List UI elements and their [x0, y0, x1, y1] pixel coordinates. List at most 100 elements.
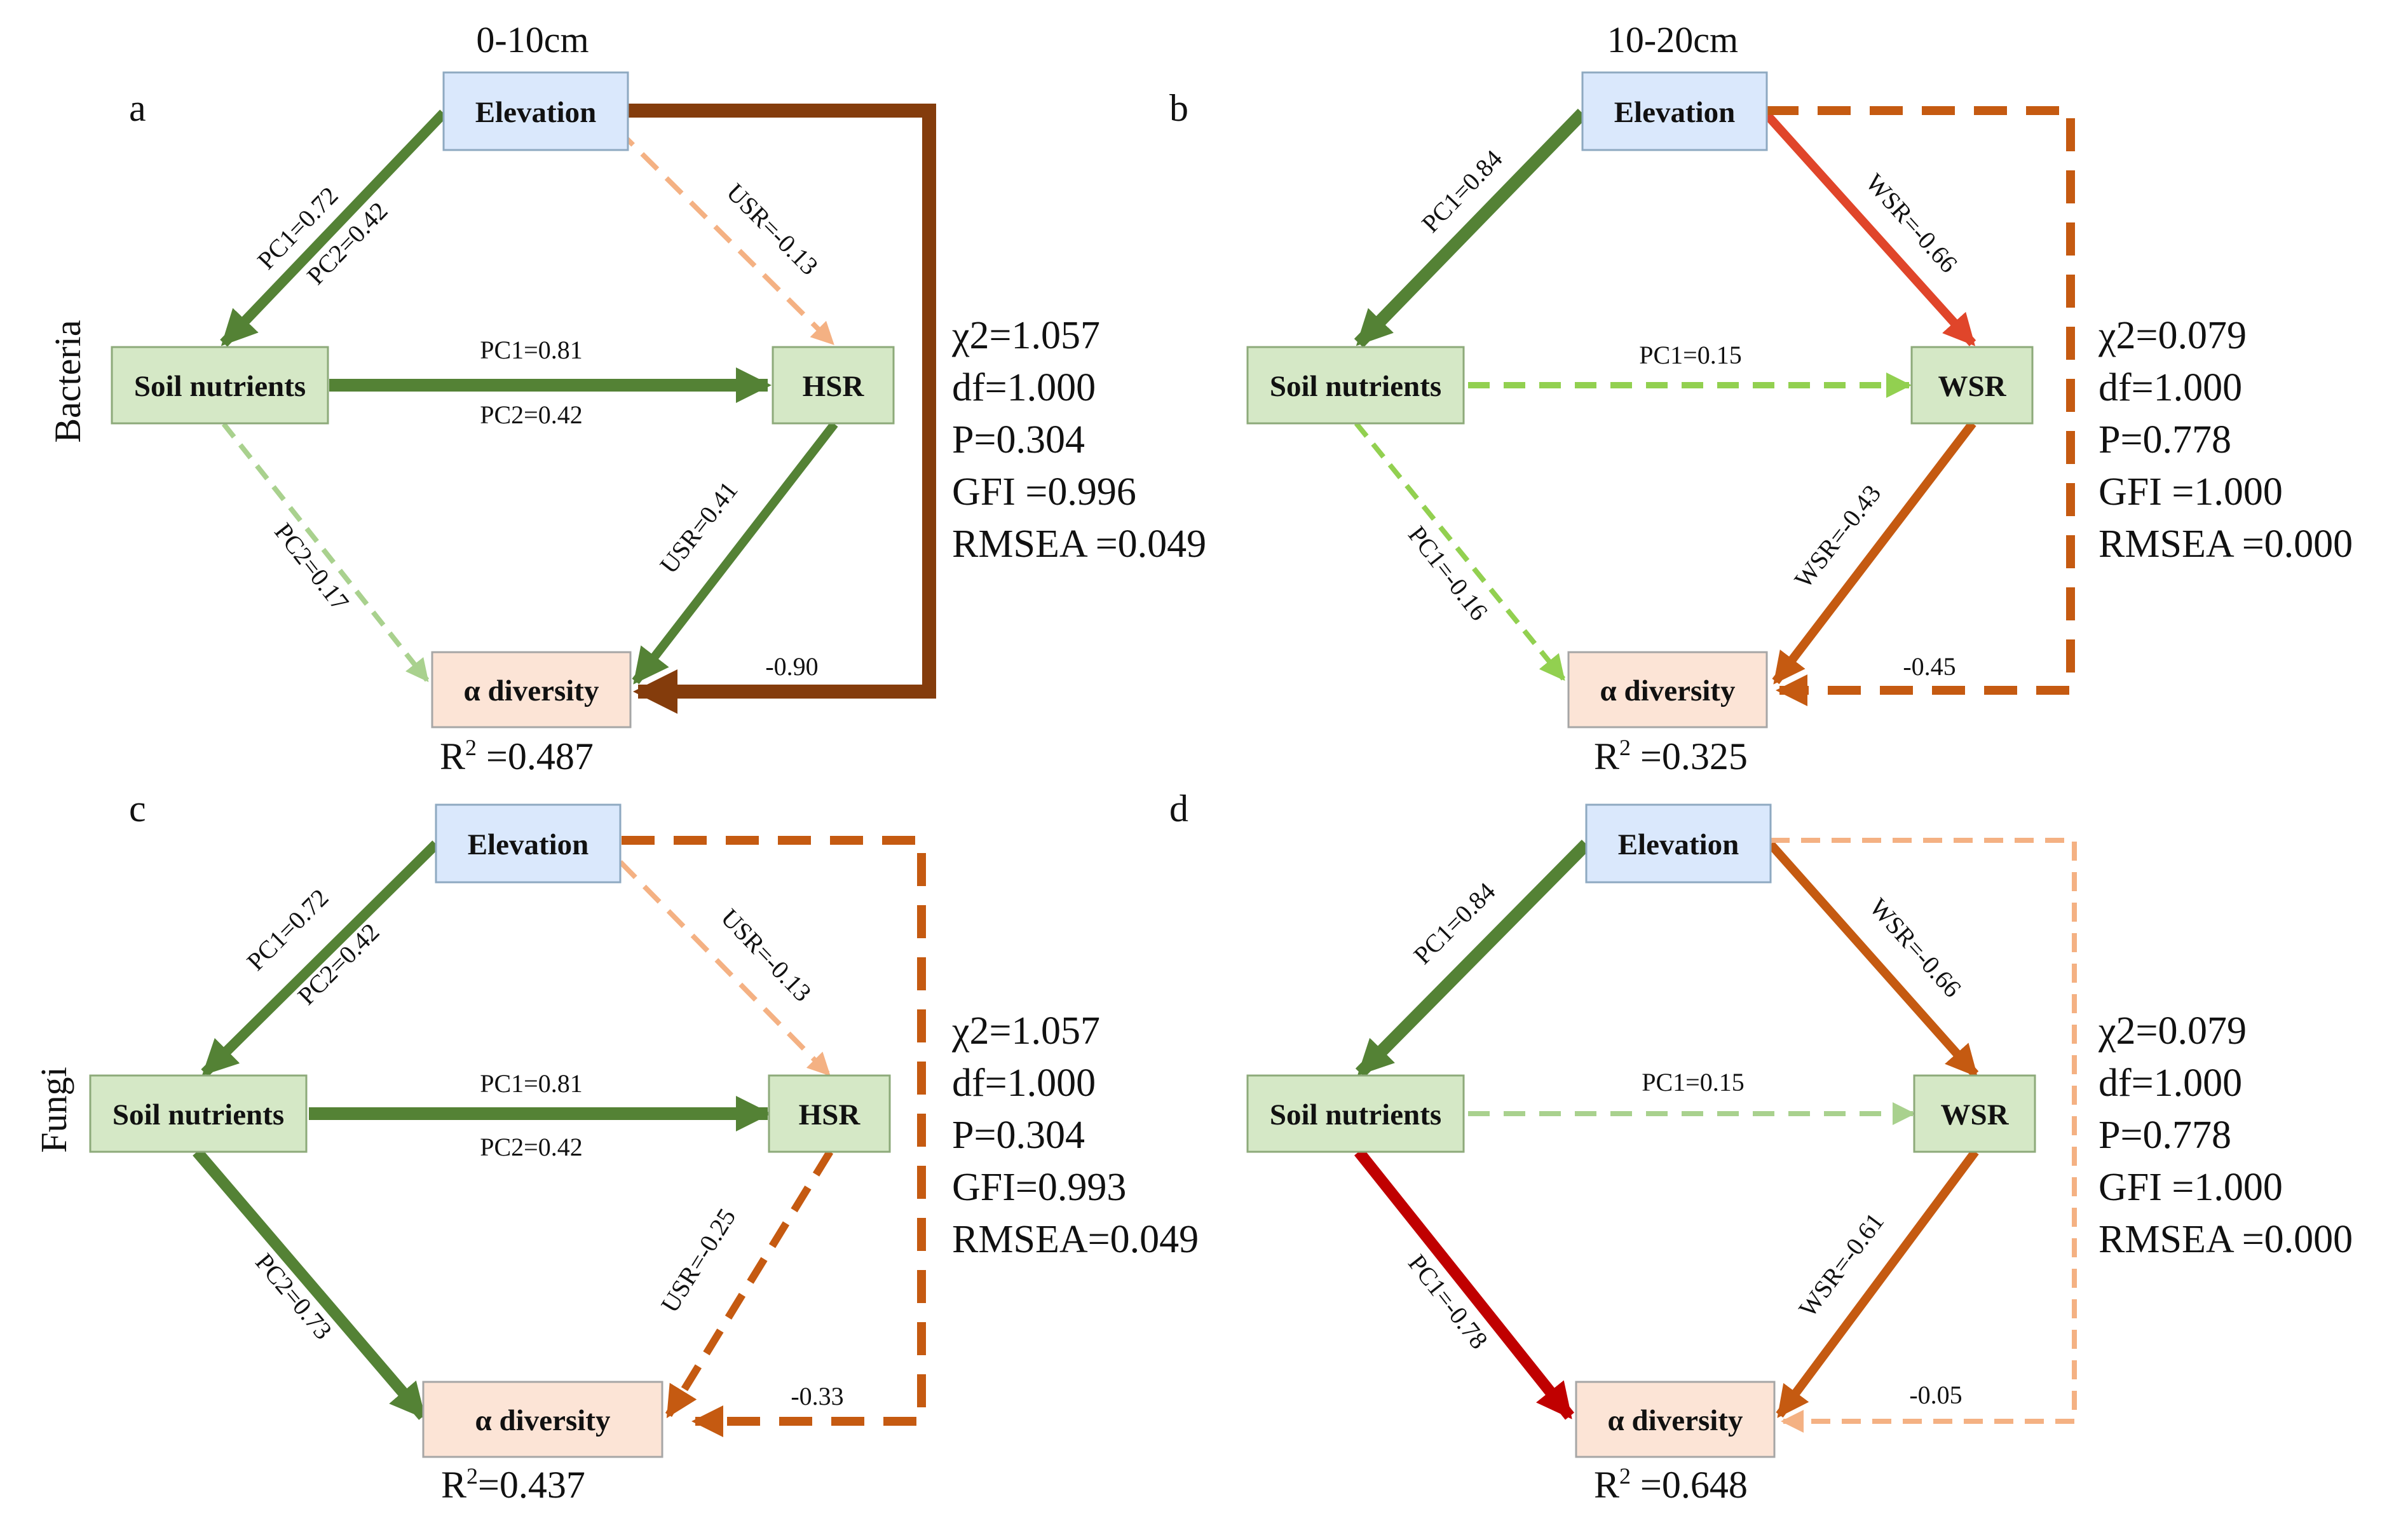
edge-response-diversity — [1776, 1149, 1979, 1418]
node-label: Elevation — [468, 828, 589, 861]
node-alpha-diversity: α diversity — [1567, 651, 1768, 728]
node-alpha-diversity: α diversity — [1575, 1381, 1776, 1458]
node-label: Elevation — [1618, 828, 1739, 861]
node-soil-nutrients: Soil nutrients — [111, 346, 329, 425]
edge-label-soil-response-2: PC2=0.42 — [480, 400, 582, 429]
edge-label-soil-response-1: PC1=0.81 — [480, 1069, 582, 1098]
edge-elevation-response — [1762, 110, 1976, 346]
edge-label-elevation-diversity: -0.90 — [765, 652, 818, 681]
panel-d: d PC1=0.84 WSR=-0.66 PC1=0.15 PC1=-0.78 … — [1169, 788, 2353, 1506]
edge-elevation-response — [618, 860, 831, 1076]
stat-rmsea: RMSEA =0.049 — [952, 522, 1206, 566]
node-label: α diversity — [1600, 674, 1736, 707]
edge-response-diversity — [665, 1149, 834, 1419]
node-label: Soil nutrients — [134, 370, 306, 403]
model-fit-stats: χ2=1.057 df=1.000 P=0.304 GFI=0.993 RMSE… — [951, 1009, 1199, 1261]
edge-response-diversity — [632, 421, 838, 685]
node-label: WSR — [1940, 1098, 2009, 1131]
stat-df: df=1.000 — [952, 366, 1096, 409]
stat-p: P=0.304 — [952, 418, 1085, 461]
column-title-10-20cm: 10-20cm — [1607, 19, 1738, 60]
edge-elevation-soil — [1354, 109, 1588, 348]
edge-label-elevation-soil: PC1=0.84 — [1416, 144, 1508, 238]
panel-letter: d — [1169, 788, 1188, 830]
node-soil-nutrients: Soil nutrients — [89, 1074, 308, 1153]
stat-chi2: χ2=1.057 — [951, 314, 1100, 357]
r-squared: R2 =0.487 — [440, 735, 594, 777]
edge-label-soil-response-1: PC1=0.81 — [480, 336, 582, 364]
stat-gfi: GFI=0.993 — [952, 1166, 1126, 1209]
edge-label-response-diversity: WSR=-0.43 — [1788, 479, 1886, 593]
node-label: α diversity — [1608, 1404, 1743, 1437]
stat-df: df=1.000 — [2098, 1062, 2242, 1105]
edge-label-elevation-diversity: -0.33 — [791, 1382, 843, 1410]
edge-elevation-diversity — [622, 836, 926, 1437]
edge-label-elevation-diversity: -0.45 — [1903, 652, 1956, 681]
edge-label-elevation-response: USR=-0.13 — [721, 178, 824, 281]
stat-rmsea: RMSEA =0.000 — [2098, 522, 2353, 566]
node-alpha-diversity: α diversity — [422, 1381, 663, 1458]
edge-label-response-diversity: USR=-0.25 — [655, 1203, 742, 1318]
node-elevation: Elevation — [442, 71, 629, 151]
edge-soil-diversity — [1354, 421, 1566, 681]
node-label: Elevation — [1614, 96, 1736, 129]
stat-chi2: χ2=1.057 — [951, 1009, 1100, 1053]
node-soil-nutrients: Soil nutrients — [1246, 346, 1465, 425]
node-label: Soil nutrients — [1270, 1098, 1441, 1131]
stat-chi2: χ2=0.079 — [2098, 314, 2247, 357]
panel-c: c PC1=0.72 PC2=0.42 USR=-0.13 PC1=0.81 P… — [89, 788, 1199, 1506]
node-label: Soil nutrients — [1270, 370, 1441, 403]
stat-rmsea: RMSEA=0.049 — [952, 1218, 1199, 1261]
edge-elevation-response — [616, 128, 834, 345]
node-label: HSR — [803, 370, 865, 403]
edge-soil-diversity — [193, 1148, 428, 1420]
stat-p: P=0.778 — [2098, 1114, 2231, 1157]
stat-rmsea: RMSEA =0.000 — [2098, 1218, 2353, 1261]
node-elevation: Elevation — [435, 803, 622, 884]
edge-elevation-diversity — [628, 104, 936, 714]
edge-label-elevation-diversity: -0.05 — [1909, 1381, 1962, 1409]
edge-label-elevation-response: WSR=-0.66 — [1864, 892, 1967, 1002]
node-response: HSR — [772, 346, 895, 425]
edge-elevation-soil — [220, 109, 447, 347]
panel-letter: c — [129, 788, 146, 830]
node-elevation: Elevation — [1581, 71, 1768, 151]
edge-label-response-diversity: WSR=-0.61 — [1793, 1207, 1889, 1322]
panel-letter: b — [1169, 87, 1188, 129]
edge-elevation-diversity — [1771, 838, 2077, 1433]
stat-gfi: GFI =1.000 — [2098, 470, 2283, 514]
column-title-0-10cm: 0-10cm — [476, 19, 588, 60]
stat-p: P=0.778 — [2098, 418, 2231, 461]
edge-label-soil-response: PC1=0.15 — [1642, 1068, 1744, 1096]
r-squared: R2=0.437 — [441, 1463, 585, 1506]
stat-chi2: χ2=0.079 — [2098, 1009, 2247, 1053]
node-label: α diversity — [475, 1404, 611, 1437]
row-title-fungi: Fungi — [33, 1067, 74, 1152]
node-label: α diversity — [464, 674, 599, 707]
node-label: Soil nutrients — [112, 1098, 284, 1131]
edge-response-diversity — [1772, 420, 1976, 685]
panel-letter: a — [129, 87, 146, 129]
edge-soil-diversity — [221, 422, 430, 683]
stat-df: df=1.000 — [2098, 366, 2242, 409]
node-response: WSR — [1913, 1074, 2036, 1153]
edge-elevation-soil — [201, 840, 440, 1077]
model-fit-stats: χ2=1.057 df=1.000 P=0.304 GFI =0.996 RMS… — [951, 314, 1206, 566]
node-alpha-diversity: α diversity — [431, 651, 632, 728]
edge-elevation-response — [1767, 841, 1979, 1077]
edge-elevation-soil — [1355, 839, 1591, 1078]
row-title-bacteria: Bacteria — [47, 320, 88, 442]
node-label: HSR — [799, 1098, 861, 1131]
r-squared: R2 =0.325 — [1594, 735, 1748, 777]
panel-a: a PC1=0.72 PC2=0.42 USR=-0.13 PC1=0.81 P… — [111, 71, 1206, 777]
edge-label-elevation-response: WSR=-0.66 — [1860, 168, 1963, 278]
model-fit-stats: χ2=0.079 df=1.000 P=0.778 GFI =1.000 RMS… — [2098, 314, 2353, 566]
node-response: WSR — [1910, 346, 2034, 425]
node-label: WSR — [1938, 370, 2006, 403]
edge-label-elevation-soil: PC1=0.84 — [1408, 877, 1500, 969]
edge-label-soil-response: PC1=0.15 — [1639, 341, 1741, 369]
edge-label-elevation-response: USR=-0.13 — [716, 903, 817, 1007]
stat-gfi: GFI =1.000 — [2098, 1166, 2283, 1209]
node-response: HSR — [768, 1074, 891, 1153]
